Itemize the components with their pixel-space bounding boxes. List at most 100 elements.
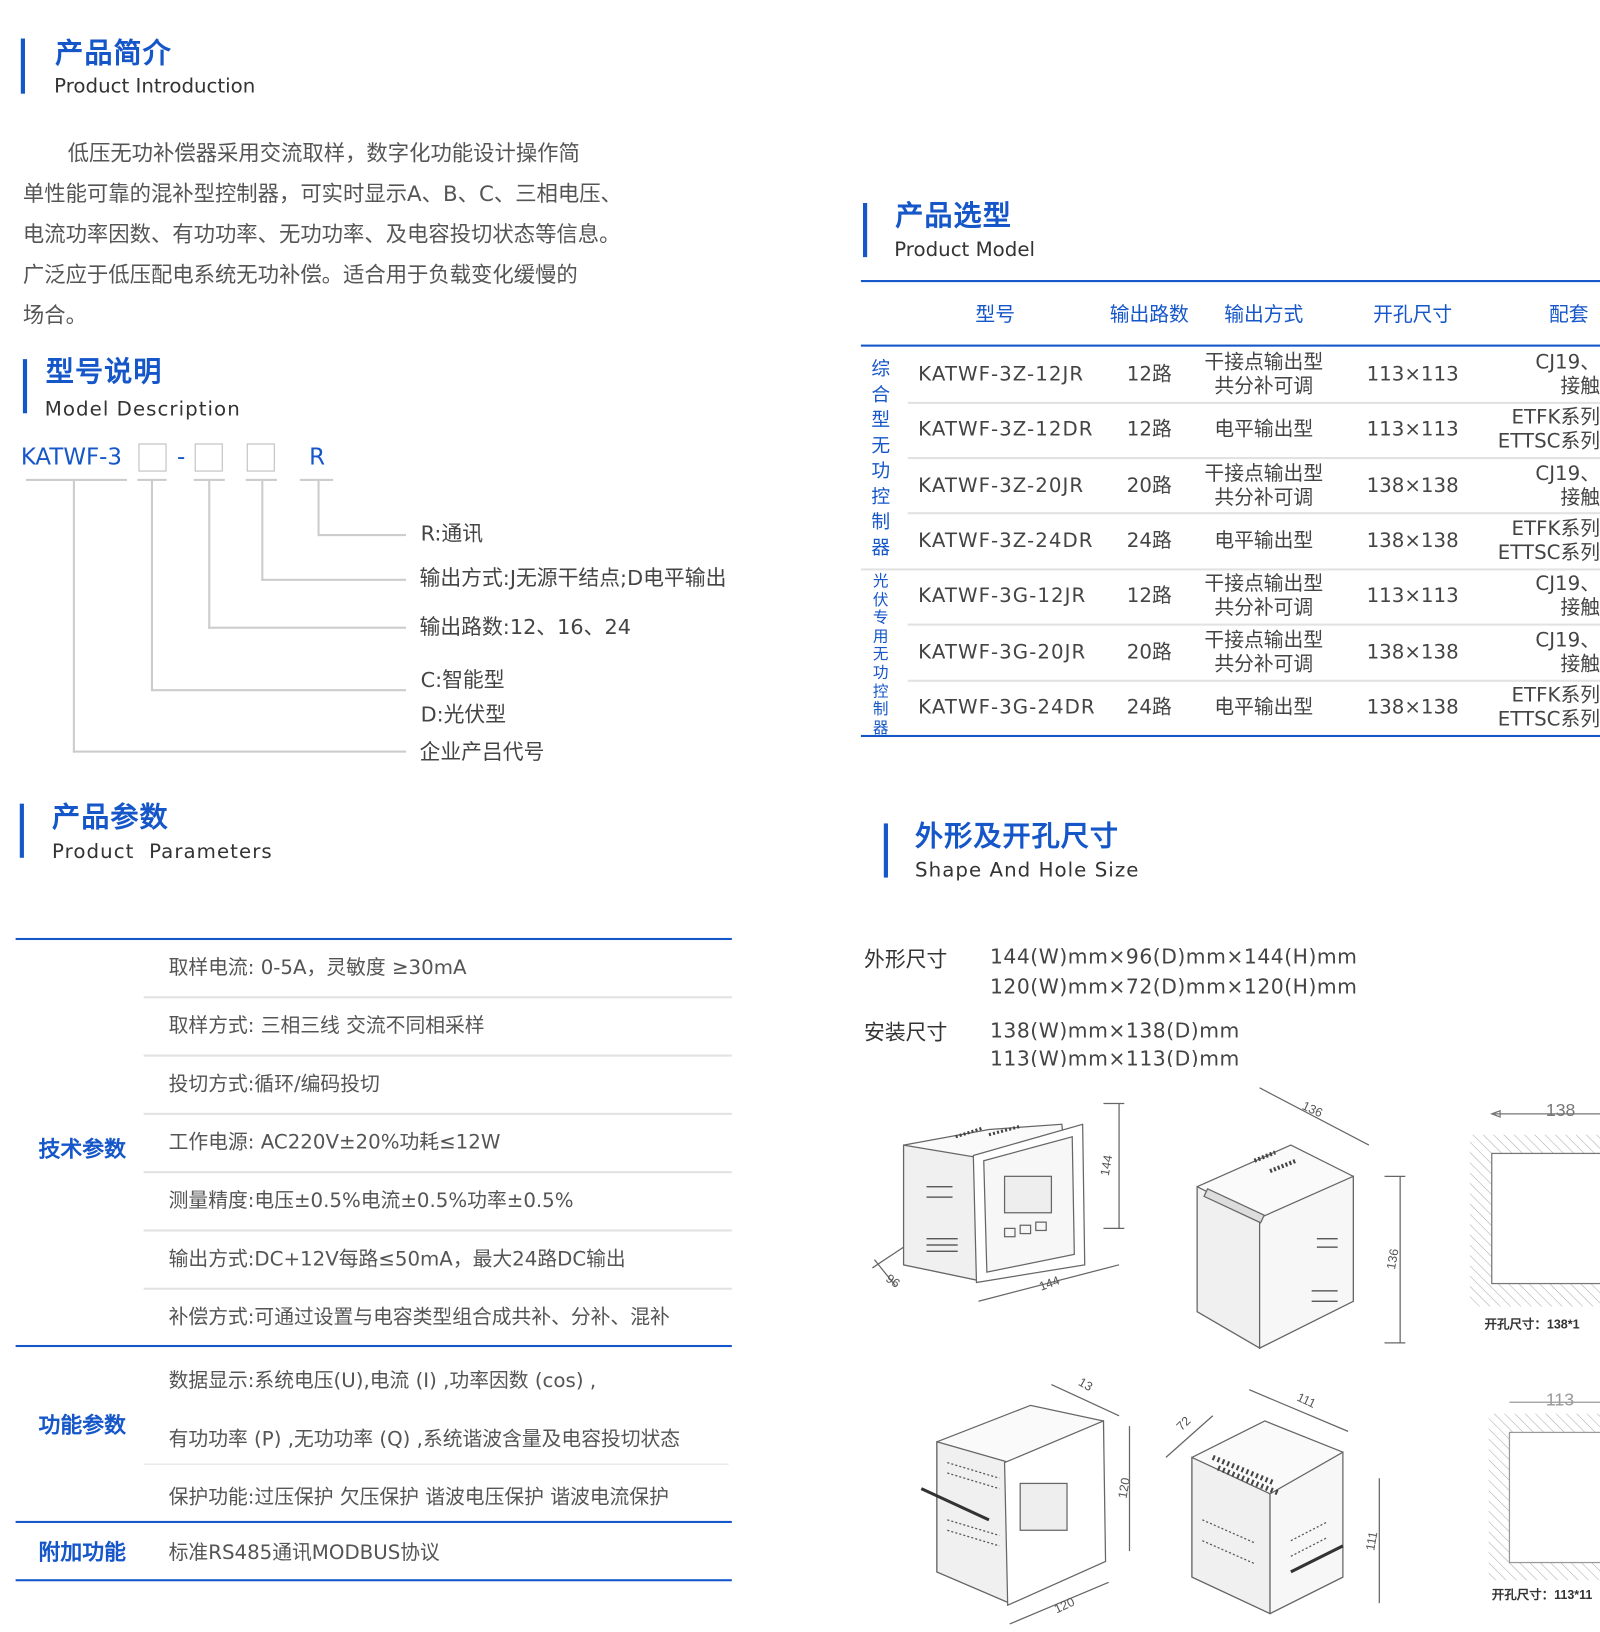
code-label-output-mode: 输出方式:J无源干结点;D电平输出 (419, 565, 727, 591)
accessory-line: CJ19、 (1535, 350, 1600, 374)
row-divider (907, 679, 1600, 682)
row-divider (907, 456, 1600, 460)
connector-line (317, 534, 406, 537)
output-method-line: 电平输出型 (1214, 529, 1314, 553)
output-method-cell: 干接点输出型共分补可调 (1204, 351, 1323, 399)
connector-line (150, 479, 154, 692)
param-group-tech: 技术参数 (38, 1136, 126, 1162)
cutout-dim: 113 (1546, 1389, 1574, 1409)
connector-line (261, 479, 264, 581)
hole-size-cell: 138×138 (1366, 640, 1459, 664)
mount-size-value: 113(W)mm×113(D)mm (989, 1046, 1240, 1068)
row-divider (143, 1463, 729, 1465)
param-row: 输出方式:DC+12V每路≤50mA，最大24路DC输出 (168, 1247, 626, 1271)
row-divider (143, 1054, 732, 1057)
model-code-prefix: KATWF-3 (20, 444, 122, 471)
row-divider (143, 1229, 732, 1232)
dim-label: 72 (1174, 1414, 1194, 1434)
col-header-accessory: 配套 (1549, 303, 1589, 327)
channels-cell: 24路 (1126, 529, 1172, 553)
group-label-pv: 光伏专用无功控制器 (872, 571, 889, 737)
connector-line (317, 479, 320, 537)
section-marker (22, 359, 28, 414)
code-label-comm: R:通讯 (420, 520, 484, 546)
table-rule (860, 344, 1600, 347)
group-label-comprehensive: 综合型无功控制器 (871, 358, 891, 559)
output-method-line: 干接点输出型 (1204, 628, 1324, 652)
model-cell: KATWF-3G-24DR (918, 695, 1096, 719)
accessory-line: ETTSC系列 (1497, 707, 1600, 731)
code-label-company: 企业产吕代号 (419, 739, 545, 765)
shape-title: 外形及开孔尺寸 (915, 820, 1120, 853)
device-drawing-144: 96 144 144 (872, 1102, 1125, 1302)
table-rule (15, 1344, 732, 1348)
selection-subtitle: Product Model (894, 238, 1035, 262)
cutout-caption: 开孔尺寸：138*1 (1484, 1316, 1579, 1331)
accessory-line: CJ19、 (1535, 628, 1600, 652)
mount-size-value: 138(W)mm×138(D)mm (989, 1018, 1240, 1043)
cutout-caption: 开孔尺寸：113*11 (1492, 1587, 1593, 1602)
dim-label: 144 (1037, 1273, 1061, 1293)
intro-line: 场合。 (22, 302, 87, 328)
table-rule (15, 1579, 732, 1582)
code-slot-type (138, 443, 167, 472)
channels-cell: 20路 (1126, 474, 1172, 498)
output-method-line: 电平输出型 (1214, 695, 1314, 719)
code-label-type-c: C:智能型 (420, 667, 505, 693)
intro-line: 电流功率因数、有功功率、无功功率、及电容投切状态等信息。 (22, 221, 621, 247)
channels-cell: 12路 (1126, 584, 1172, 608)
device-drawing-136: 136 136 (1196, 1087, 1406, 1350)
output-method-cell: 电平输出型 (1214, 696, 1313, 720)
row-divider (907, 512, 1600, 515)
cutout-diagram-138: 138 开孔尺寸：138*1 (1469, 1100, 1600, 1331)
output-method-line: 共分补可调 (1214, 486, 1314, 510)
accessory-line: ETFK系列 (1511, 517, 1600, 541)
accessory-line: 接触 (1560, 374, 1600, 398)
param-row: 投切方式:循环/编码投切 (168, 1072, 380, 1096)
accessory-cell: CJ19、接触 (1535, 629, 1600, 677)
param-group-extra: 附加功能 (38, 1539, 126, 1565)
col-header-output: 输出方式 (1224, 303, 1304, 327)
accessory-line: ETFK系列 (1511, 683, 1600, 707)
accessory-line: 接触 (1560, 486, 1600, 510)
underline (299, 478, 334, 481)
row-divider (143, 1287, 732, 1290)
params-subtitle: Product Parameters (52, 840, 273, 863)
accessory-cell: CJ19、接触 (1535, 351, 1600, 399)
dim-label: 136 (1300, 1099, 1325, 1121)
col-header-model: 型号 (975, 303, 1015, 327)
table-rule (860, 280, 1600, 283)
outer-size-value: 144(W)mm×96(D)mm×144(H)mm (989, 944, 1358, 969)
model-cell: KATWF-3G-20JR (918, 640, 1087, 664)
param-row: 测量精度:电压±0.5%电流±0.5%功率±0.5% (168, 1189, 574, 1213)
row-divider (143, 1112, 732, 1115)
section-marker (862, 202, 868, 258)
row-divider (907, 623, 1600, 626)
param-row: 工作电源: AC220V±20%功耗≤12W (168, 1131, 501, 1154)
code-slot-count (194, 443, 223, 472)
section-marker (883, 823, 888, 878)
accessory-line: 接触 (1560, 652, 1600, 676)
hole-size-cell: 138×138 (1366, 474, 1459, 498)
output-method-line: 共分补可调 (1214, 596, 1314, 620)
hole-size-cell: 113×113 (1366, 362, 1459, 386)
model-desc-subtitle: Model Description (44, 397, 241, 421)
connector-line (72, 479, 75, 753)
connector-line (150, 689, 406, 692)
dim-label: 96 (883, 1271, 902, 1290)
mount-size-label: 安装尺寸 (864, 1019, 948, 1045)
output-method-line: 干接点输出型 (1204, 572, 1324, 596)
param-row: 有功功率 (P) ,无功功率 (Q) ,系统谐波含量及电容投切状态 (168, 1427, 681, 1451)
param-row: 补偿方式:可通过设置与电容类型组合成共补、分补、混补 (168, 1305, 670, 1329)
channels-cell: 12路 (1126, 417, 1172, 441)
outer-size-value: 120(W)mm×72(D)mm×120(H)mm (989, 974, 1358, 999)
dim-label: 120 (1052, 1595, 1077, 1617)
dimension-drawings: 96 144 144 136 136 13 120 120 (872, 1087, 1600, 1625)
connector-line (261, 578, 406, 581)
accessory-line: 接触 (1560, 596, 1600, 620)
row-divider (143, 996, 732, 999)
intro-line: 广泛应于低压配电系统无功补偿。适合用于负载变化缓慢的 (22, 262, 578, 288)
output-method-cell: 电平输出型 (1214, 418, 1313, 442)
